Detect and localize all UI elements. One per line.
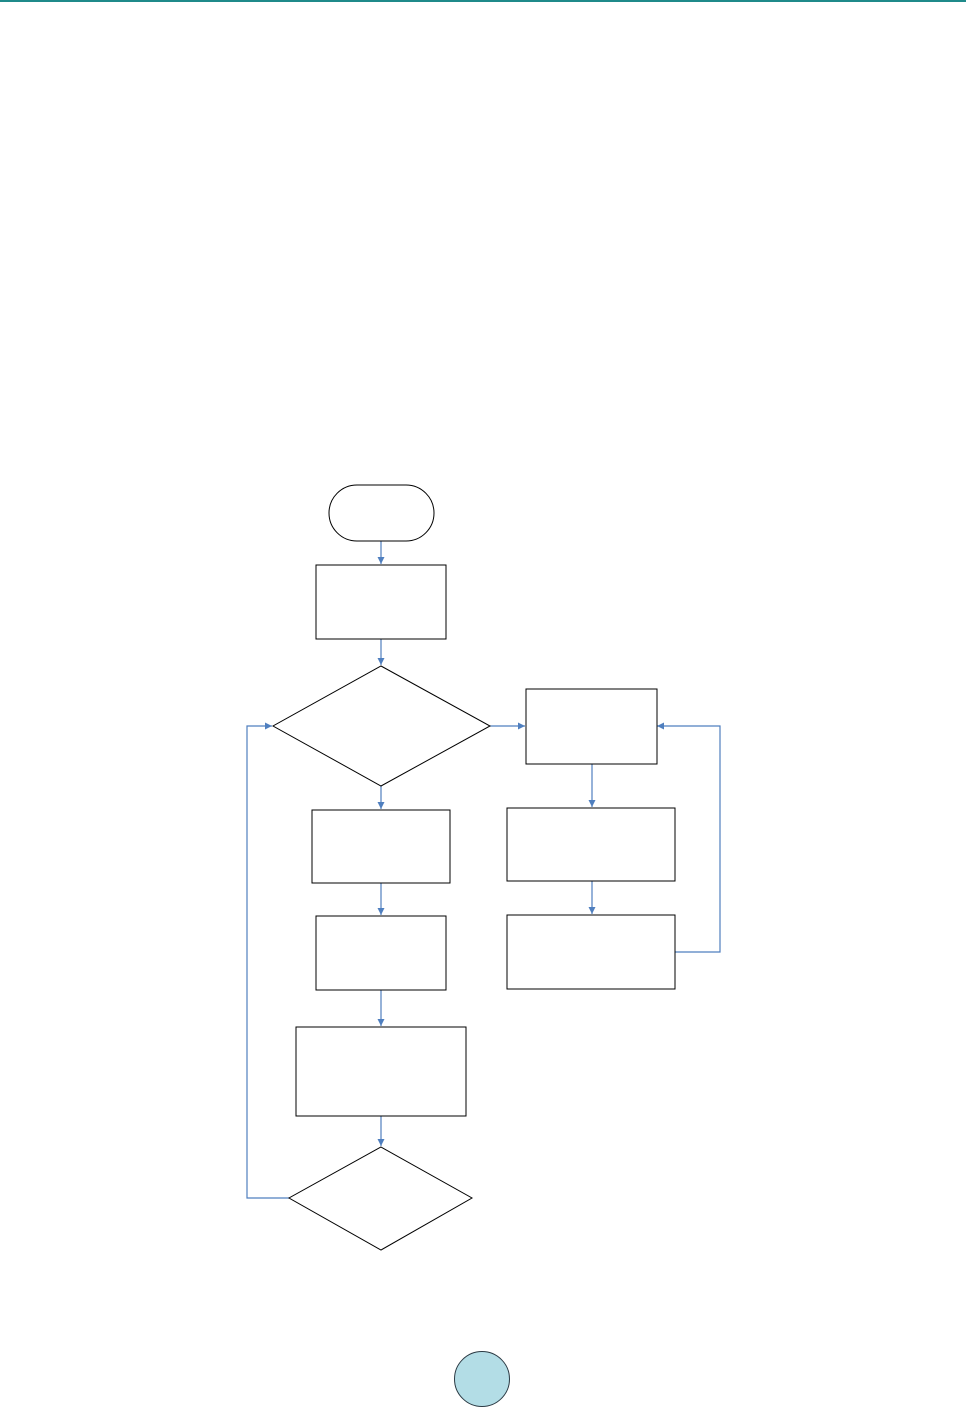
header-rule [0, 0, 966, 2]
start-terminator [328, 484, 435, 542]
process-box-right-3 [506, 914, 676, 990]
process-box-right-2 [506, 807, 676, 882]
connectors [246, 541, 721, 1199]
process-box-init [315, 564, 447, 640]
arrow-loop-bottom-to-main [246, 722, 289, 1199]
decision-main [271, 665, 492, 787]
decision-bottom [287, 1146, 474, 1251]
arrow-loop-right3-to-right1 [657, 722, 721, 953]
nodes [271, 484, 676, 1251]
process-box-left-3 [295, 1026, 467, 1117]
process-box-left-2 [315, 915, 447, 991]
page-number-badge [454, 1351, 510, 1407]
process-box-left-1 [311, 809, 451, 884]
process-box-right-1 [525, 688, 658, 765]
